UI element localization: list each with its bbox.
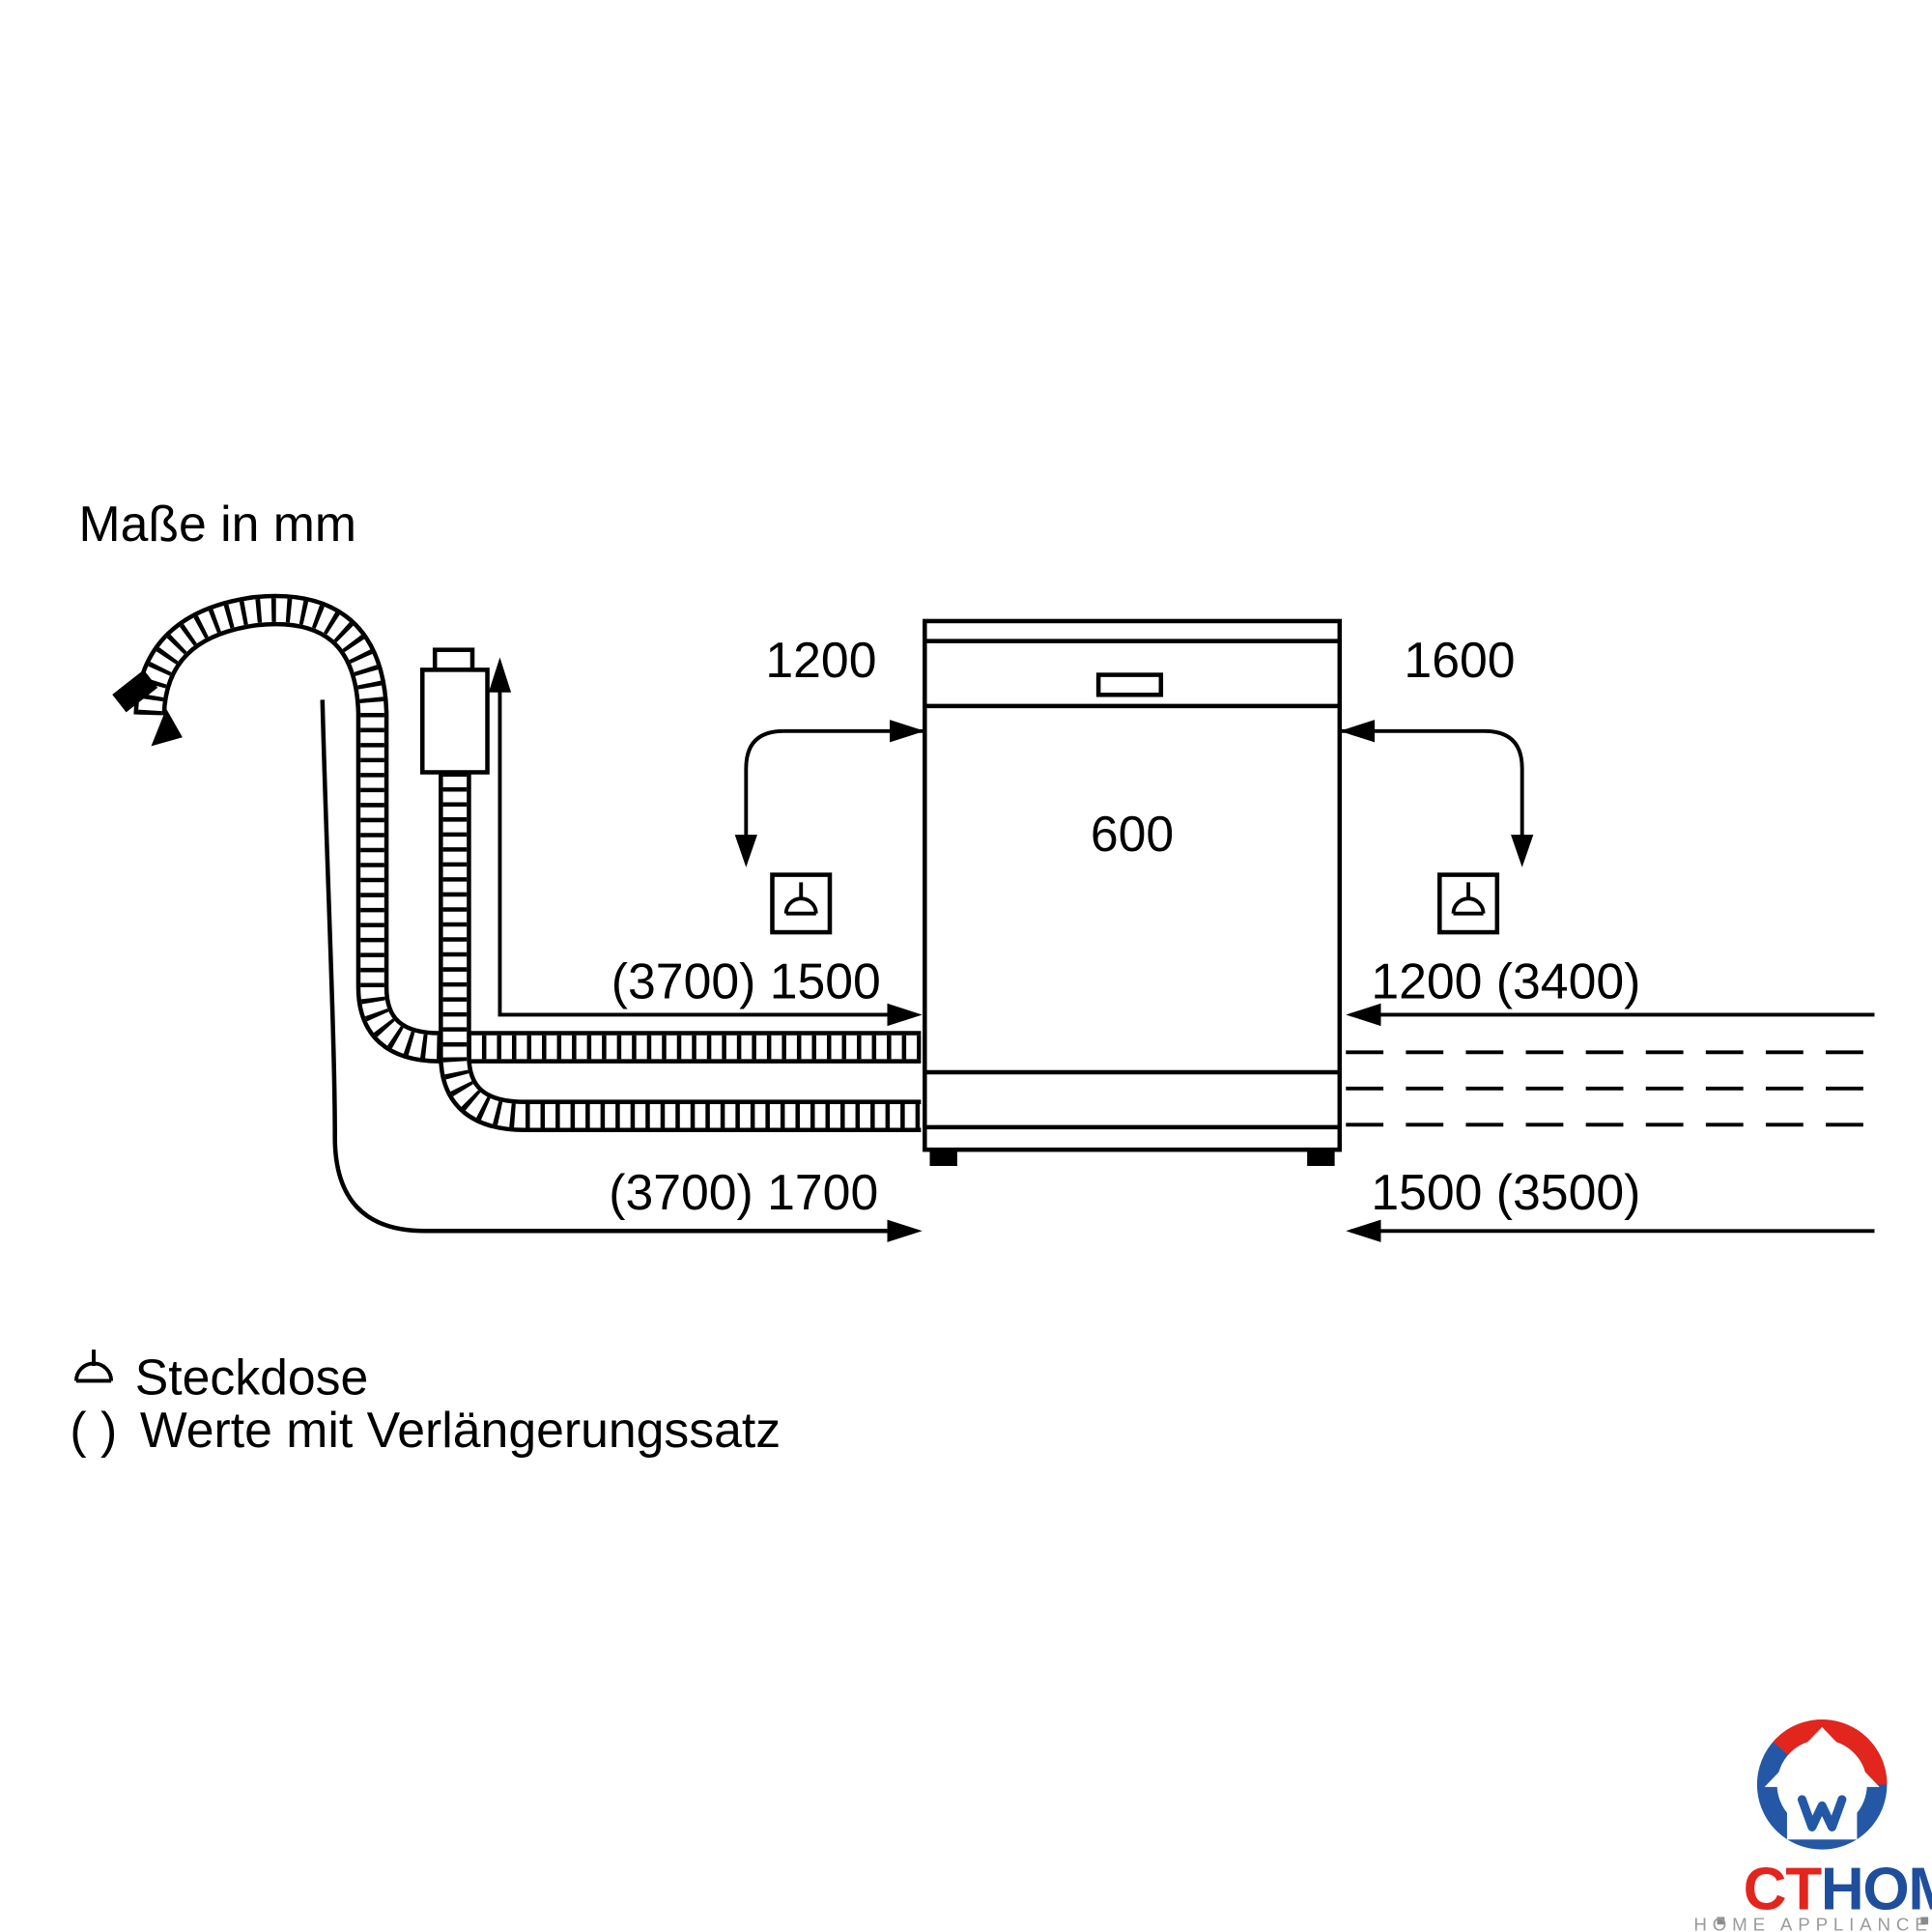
dim-line-socket-right <box>1339 728 1524 858</box>
logo-swirl-red <box>1773 1719 1888 1785</box>
dim-line-supply-left <box>497 684 910 1017</box>
socket-icon <box>783 882 818 916</box>
hose-end-fitting <box>112 669 158 713</box>
dim-line-socket-left <box>744 728 925 858</box>
tap-connector <box>432 647 475 672</box>
power-cable <box>320 699 910 1234</box>
supply-hose <box>419 647 922 1133</box>
diagram-title: Maße in mm <box>79 496 356 552</box>
dishwasher-body <box>923 618 1343 1152</box>
arrowhead-icon <box>887 1219 923 1242</box>
house-icon <box>1764 1726 1880 1840</box>
label-socket-left: 1200 <box>765 632 876 688</box>
foot-right <box>1307 1150 1335 1166</box>
logo-text-ct: CT <box>1744 1857 1823 1923</box>
socket-icon <box>1451 882 1486 916</box>
socket-icon <box>73 1350 114 1383</box>
arrowhead-icon <box>887 1003 923 1027</box>
drain-hose <box>112 593 922 1064</box>
logo-tagline: HOME APPLIANCES <box>1693 1915 1932 1932</box>
arrowhead-icon <box>890 720 925 743</box>
arrowhead-icon <box>1346 1219 1381 1242</box>
label-drain-right: 1500 (3500) <box>1371 1164 1640 1220</box>
door-handle <box>1095 672 1164 697</box>
bullet-square-icon <box>1920 1917 1929 1925</box>
label-cord-left: (3700) 1700 <box>609 1164 878 1220</box>
label-supply-left: (3700) 1500 <box>611 953 881 1009</box>
legend-parentheses-symbol: ( ) <box>70 1402 117 1458</box>
label-socket-right: 1600 <box>1404 632 1515 688</box>
dishwasher <box>923 618 1343 1166</box>
arrowhead-icon <box>1339 720 1376 743</box>
legend-parentheses-label: Werte mit Verlängerungssatz <box>140 1402 781 1458</box>
flow-arrow-icon <box>151 708 183 747</box>
label-supply-right: 1200 (3400) <box>1371 953 1640 1009</box>
cthome-logo-icon <box>1756 1719 1888 1850</box>
arrowhead-icon <box>1511 835 1534 867</box>
label-width: 600 <box>1091 806 1174 862</box>
dimension-labels: 1200 1600 600 (3700) 1500 1200 (3400) (3… <box>609 632 1640 1220</box>
socket-right <box>1437 872 1500 935</box>
aquastop-valve <box>419 668 490 775</box>
cthome-logo: CT HOME HOME APPLIANCES <box>1693 1719 1932 1932</box>
legend-socket-label: Steckdose <box>135 1350 369 1406</box>
bullet-square-icon <box>1717 1917 1725 1925</box>
arrowhead-icon <box>1346 1003 1381 1027</box>
legend: Steckdose ( ) Werte mit Verlängerungssat… <box>70 1350 781 1458</box>
dimension-lines <box>320 657 1875 1242</box>
arrowhead-icon <box>488 657 512 693</box>
house-window-icon <box>1797 1795 1847 1832</box>
logo-text-home: HOME <box>1821 1857 1932 1923</box>
socket-left <box>770 872 833 935</box>
arrowhead-icon <box>734 835 757 867</box>
foot-left <box>929 1150 957 1166</box>
